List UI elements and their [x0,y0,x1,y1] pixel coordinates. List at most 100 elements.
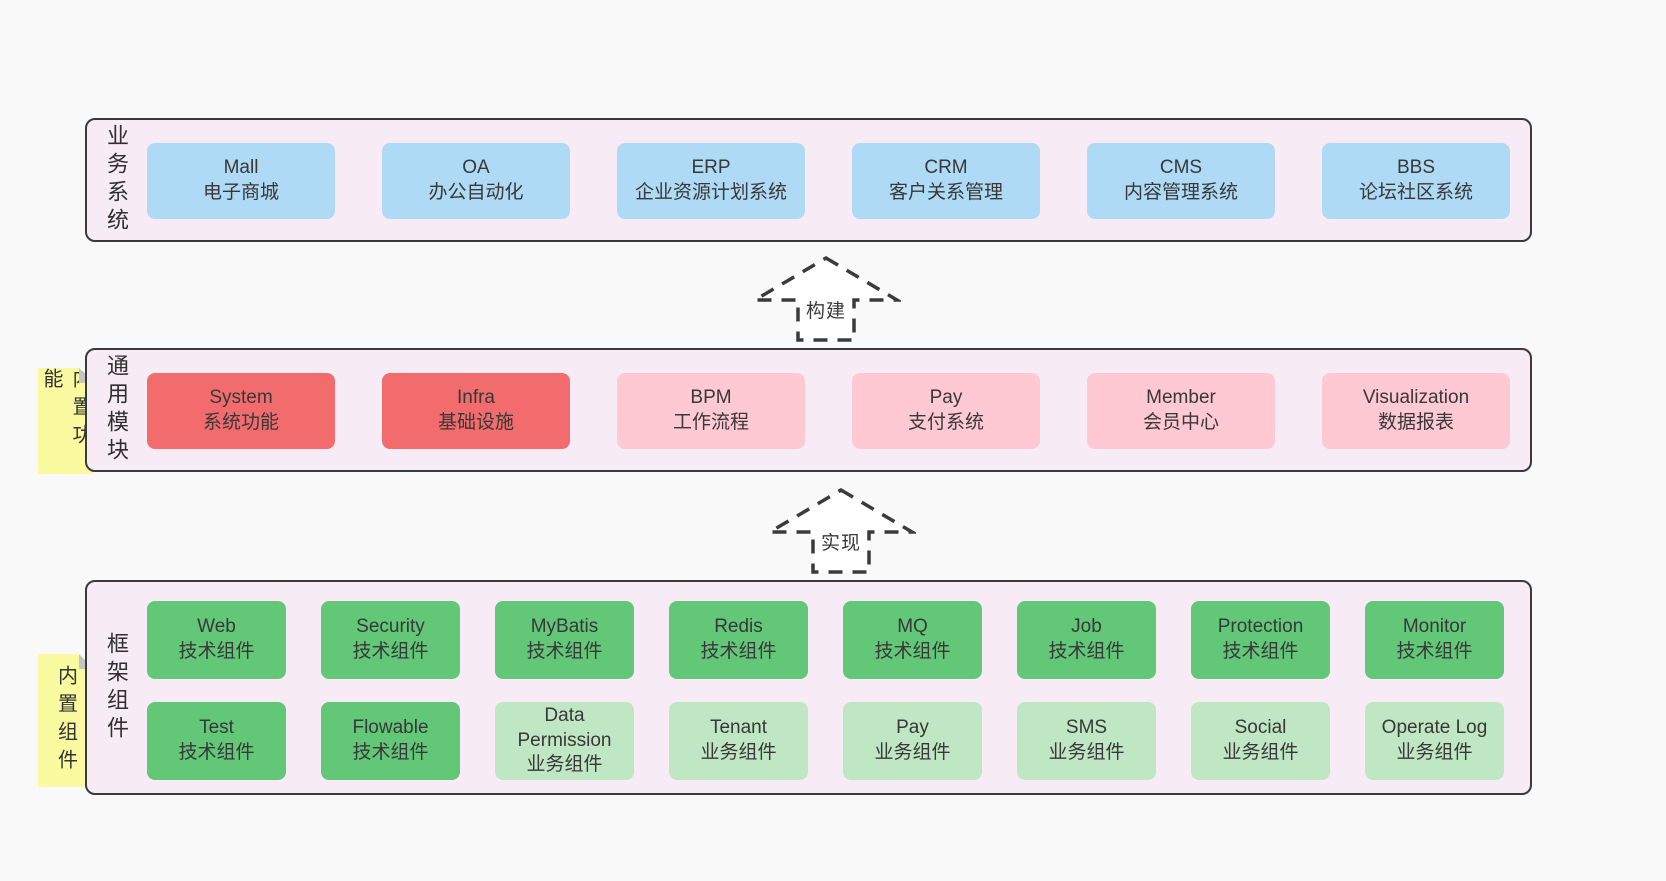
box-title-zh: 办公自动化 [428,182,524,203]
box-title-en: Monitor [1402,616,1467,638]
box-title-zh: 内容管理系统 [1123,182,1238,203]
box-mybatis: MyBatis 技术组件 [495,601,634,679]
box-title-zh: 技术组件 [700,641,777,662]
box-monitor: Monitor 技术组件 [1365,601,1504,679]
box-member: Member 会员中心 [1087,373,1275,449]
box-redis: Redis 技术组件 [669,601,808,679]
box-pay-module: Pay 支付系统 [852,373,1040,449]
band-label-business-systems: 业务系统 [104,124,129,236]
box-title-en: Protection [1217,616,1304,638]
box-title-zh: 技术组件 [1048,641,1125,662]
box-mq: MQ 技术组件 [843,601,982,679]
box-flowable: Flowable 技术组件 [321,702,460,780]
box-erp: ERP 企业资源计划系统 [617,143,805,219]
box-title-zh: 技术组件 [1222,641,1299,662]
arrow-implement-label: 实现 [820,533,861,554]
box-title-en: Pay [896,717,929,739]
box-title-en: Web [197,616,236,638]
box-title-en: BPM [690,387,732,409]
box-title-en: Flowable [352,717,429,739]
components-row-1: Web 技术组件 Security 技术组件 MyBatis 技术组件 Redi… [147,601,1504,679]
box-infra: Infra 基础设施 [382,373,570,449]
box-operate-log: Operate Log 业务组件 [1365,702,1504,780]
box-title-en: MQ [897,616,928,638]
box-title-zh: 客户关系管理 [888,182,1003,203]
box-protection: Protection 技术组件 [1191,601,1330,679]
box-title-zh: 数据报表 [1377,412,1454,433]
box-cms: CMS 内容管理系统 [1087,143,1275,219]
box-oa: OA 办公自动化 [382,143,570,219]
box-title-en: Visualization [1362,387,1470,409]
box-title-en: Infra [456,387,496,409]
box-title-en: Redis [714,616,763,638]
box-web: Web 技术组件 [147,601,286,679]
business-boxes-row: Mall 电子商城 OA 办公自动化 ERP 企业资源计划系统 CRM 客户关系… [147,143,1510,219]
box-title-zh: 技术组件 [352,742,429,763]
band-common-modules: 通用模块 System 系统功能 Infra 基础设施 BPM 工作流程 Pay… [85,348,1532,472]
box-title-en: OA [462,157,490,179]
box-title-zh: 业务组件 [1396,742,1473,763]
box-title-en: Social [1234,717,1287,739]
box-sms: SMS 业务组件 [1017,702,1156,780]
box-title-zh: 业务组件 [874,742,951,763]
box-title-en: Mall [223,157,259,179]
box-title-en: Member [1146,387,1216,409]
arrow-implement: 实现 [766,487,916,575]
box-title-en: Data Permission [517,704,612,751]
box-title-zh: 业务组件 [1222,742,1299,763]
components-rows: Web 技术组件 Security 技术组件 MyBatis 技术组件 Redi… [147,601,1504,780]
box-tenant: Tenant 业务组件 [669,702,808,780]
box-title-zh: 业务组件 [700,742,777,763]
box-title-en: Pay [929,387,963,409]
box-title-zh: 工作流程 [672,412,749,433]
box-title-en: Operate Log [1381,717,1488,739]
box-title-en: System [209,387,273,409]
box-title-en: MyBatis [530,616,599,638]
box-title-en: SMS [1065,717,1108,739]
box-title-en: Security [356,616,425,638]
box-title-zh: 技术组件 [874,641,951,662]
box-title-en: ERP [691,157,731,179]
box-title-zh: 业务组件 [1048,742,1125,763]
note-built-in-components: 内置组件 [38,654,94,787]
box-security: Security 技术组件 [321,601,460,679]
components-row-2: Test 技术组件 Flowable 技术组件 Data Permission … [147,702,1504,780]
box-title-zh: 论坛社区系统 [1358,182,1473,203]
box-title-en: BBS [1396,157,1436,179]
box-mall: Mall 电子商城 [147,143,335,219]
box-title-zh: 企业资源计划系统 [634,182,787,203]
box-social: Social 业务组件 [1191,702,1330,780]
band-label-common-modules: 通用模块 [104,354,129,466]
box-title-zh: 电子商城 [202,182,279,203]
box-title-zh: 技术组件 [352,641,429,662]
box-title-en: Job [1071,616,1102,638]
box-crm: CRM 客户关系管理 [852,143,1040,219]
box-title-zh: 技术组件 [526,641,603,662]
box-title-en: CMS [1159,157,1203,179]
box-bbs: BBS 论坛社区系统 [1322,143,1510,219]
box-title-zh: 系统功能 [202,412,279,433]
band-business-systems: 业务系统 Mall 电子商城 OA 办公自动化 ERP 企业资源计划系统 CRM… [85,118,1532,242]
arrow-build-label: 构建 [805,301,846,322]
up-arrow-icon [766,487,916,574]
box-title-en: Test [199,717,234,739]
up-arrow-icon [751,255,901,342]
box-title-zh: 会员中心 [1142,412,1219,433]
band-label-framework-components: 框架组件 [104,631,129,744]
box-title-zh: 基础设施 [437,412,514,433]
box-title-zh: 技术组件 [1396,641,1473,662]
box-title-zh: 技术组件 [178,641,255,662]
box-title-en: CRM [924,157,968,179]
band-framework-components: 框架组件 Web 技术组件 Security 技术组件 MyBatis 技术组件… [85,580,1532,795]
box-title-en: Tenant [709,717,768,739]
box-bpm: BPM 工作流程 [617,373,805,449]
box-title-zh: 业务组件 [526,754,603,776]
box-title-zh: 技术组件 [178,742,255,763]
box-job: Job 技术组件 [1017,601,1156,679]
box-test: Test 技术组件 [147,702,286,780]
box-visualization: Visualization 数据报表 [1322,373,1510,449]
arrow-build: 构建 [751,255,901,343]
modules-boxes-row: System 系统功能 Infra 基础设施 BPM 工作流程 Pay 支付系统… [147,373,1510,449]
box-pay-component: Pay 业务组件 [843,702,982,780]
box-system: System 系统功能 [147,373,335,449]
